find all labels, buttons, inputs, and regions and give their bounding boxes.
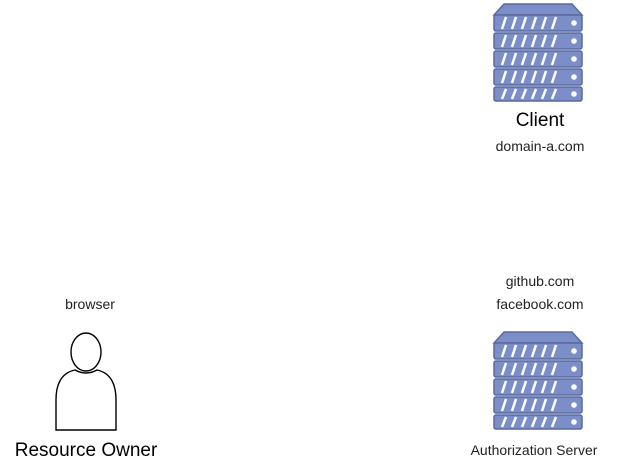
- resource-owner-caption: browser: [65, 296, 115, 312]
- auth-server-domain-1: github.com: [505, 273, 575, 289]
- auth-server-domain-2: facebook.com: [496, 296, 584, 312]
- client-title: Client: [515, 110, 565, 131]
- client-domain: domain-a.com: [495, 138, 585, 154]
- client-server-icon: [492, 3, 584, 102]
- auth-server-title: Authorization Server: [470, 442, 598, 458]
- person-icon: [55, 332, 117, 431]
- resource-owner-title: Resource Owner: [14, 440, 158, 461]
- auth-server-icon: [492, 331, 584, 430]
